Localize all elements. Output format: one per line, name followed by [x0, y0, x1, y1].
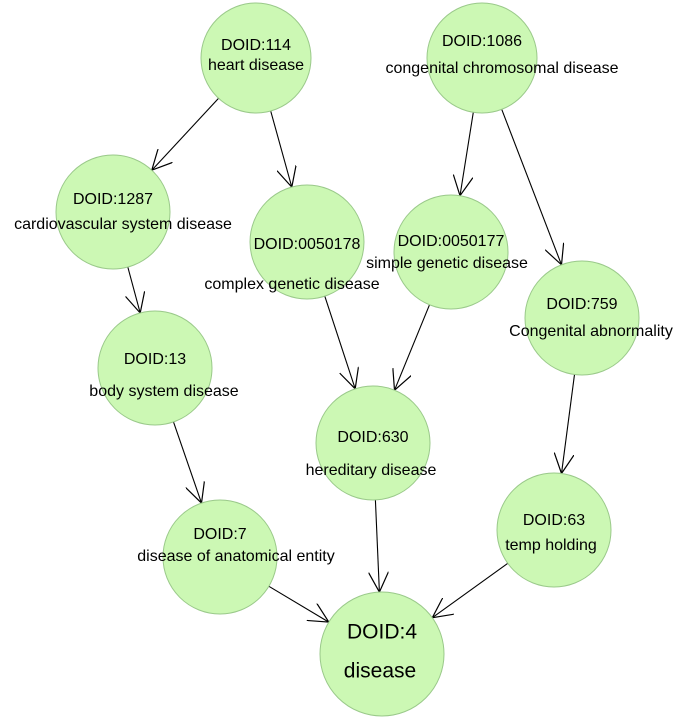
- edge-doid1287-to-doid13: [128, 266, 140, 313]
- node-circle: [55, 154, 171, 270]
- node-name-label: temp holding: [505, 537, 597, 554]
- edge-doid1086-to-doid0050177: [460, 112, 474, 195]
- node-circle: [426, 2, 538, 114]
- node-name-label: cardiovascular system disease: [14, 216, 232, 233]
- node-name-label: heart disease: [208, 57, 304, 74]
- node-name-label: body system disease: [89, 383, 239, 400]
- edges-layer: [128, 97, 576, 622]
- node-circle: [524, 260, 640, 376]
- edge-doid63-to-doid4: [432, 562, 509, 617]
- edge-doid114-to-doid1287: [152, 97, 220, 170]
- node-circle: [162, 499, 278, 615]
- node-id-label: DOID:630: [337, 429, 408, 446]
- edge-doid1086-to-doid759: [501, 109, 562, 264]
- node-circle: [315, 385, 431, 501]
- node-doid4[interactable]: DOID:4 disease: [319, 591, 445, 717]
- node-circle: [319, 591, 445, 717]
- node-name-label: complex genetic disease: [204, 276, 379, 293]
- node-name-label: hereditary disease: [306, 462, 437, 479]
- node-name-label: disease of anatomical entity: [137, 548, 334, 565]
- node-id-label: DOID:1086: [442, 33, 522, 50]
- node-doid13[interactable]: DOID:13 body system disease: [89, 310, 239, 426]
- node-doid63[interactable]: DOID:63 temp holding: [496, 472, 612, 588]
- node-id-label: DOID:0050177: [398, 233, 505, 250]
- node-id-label: DOID:759: [546, 296, 617, 313]
- node-doid0050178[interactable]: DOID:0050178 complex genetic disease: [204, 184, 380, 300]
- node-circle: [97, 310, 213, 426]
- edge-doid630-to-doid4: [375, 499, 379, 592]
- node-id-label: DOID:63: [523, 512, 585, 529]
- node-circle: [393, 194, 509, 310]
- node-name-label: congenital chromosomal disease: [385, 60, 618, 77]
- node-doid630[interactable]: DOID:630 hereditary disease: [306, 385, 437, 501]
- edge-doid0050177-to-doid630: [395, 304, 431, 390]
- edge-doid13-to-doid7: [172, 421, 202, 503]
- nodes-layer: DOID:114 heart disease DOID:1086 congenital…: [14, 2, 673, 717]
- node-name-label: Congenital abnormality: [509, 323, 673, 340]
- node-name-label: simple genetic disease: [366, 255, 528, 272]
- node-circle: [200, 2, 312, 114]
- edge-doid114-to-doid0050178: [270, 110, 292, 187]
- node-circle: [249, 184, 365, 300]
- edge-doid7-to-doid4: [268, 585, 329, 622]
- node-id-label: DOID:114: [221, 37, 291, 54]
- node-doid7[interactable]: DOID:7 disease of anatomical entity: [137, 499, 335, 615]
- node-id-label: DOID:0050178: [254, 236, 361, 253]
- node-id-label: DOID:4: [347, 621, 417, 644]
- node-id-label: DOID:13: [124, 351, 186, 368]
- edge-doid0050178-to-doid630: [324, 296, 355, 389]
- node-doid1287[interactable]: DOID:1287 cardiovascular system disease: [14, 154, 232, 270]
- node-id-label: DOID:7: [193, 526, 246, 543]
- node-name-label: disease: [344, 660, 416, 683]
- node-doid0050177[interactable]: DOID:0050177 simple genetic disease: [366, 194, 528, 310]
- node-circle: [496, 472, 612, 588]
- node-doid1086[interactable]: DOID:1086 congenital chromosomal disease: [385, 2, 619, 114]
- edge-doid759-to-doid63: [562, 374, 576, 474]
- node-id-label: DOID:1287: [73, 191, 153, 208]
- node-doid114[interactable]: DOID:114 heart disease: [200, 2, 312, 114]
